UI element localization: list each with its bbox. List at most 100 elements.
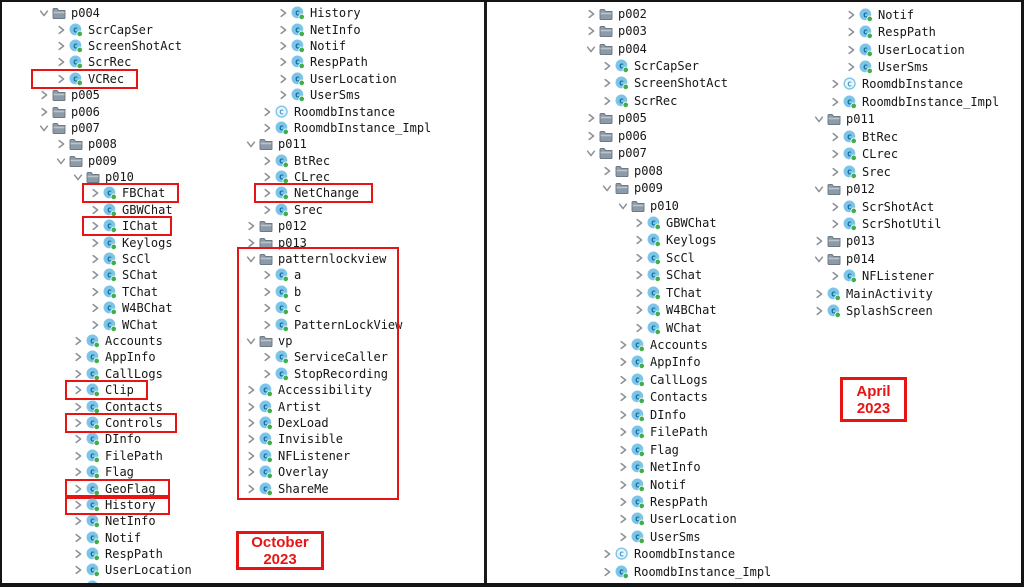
- tree-item-label[interactable]: ScreenShotAct: [634, 76, 728, 91]
- tree-item-label[interactable]: ScrCapSer: [634, 59, 700, 74]
- tree-item-label[interactable]: NetChange: [294, 186, 360, 201]
- tree-item-tchat[interactable]: c TChat: [487, 284, 813, 301]
- tree-item-p006[interactable]: p006: [2, 103, 239, 119]
- chevron-right-icon[interactable]: [601, 566, 613, 578]
- tree-item-p009[interactable]: p009: [487, 179, 813, 196]
- tree-item-label[interactable]: a: [294, 268, 302, 283]
- tree-item-contacts[interactable]: c Contacts: [487, 389, 813, 406]
- tree-item-label[interactable]: ScCl: [122, 252, 151, 267]
- chevron-right-icon[interactable]: [829, 96, 841, 108]
- chevron-right-icon[interactable]: [277, 24, 289, 36]
- chevron-right-icon[interactable]: [617, 461, 629, 473]
- tree-item-p012[interactable]: p012: [813, 180, 1021, 197]
- tree-item-label[interactable]: Flag: [105, 465, 134, 480]
- chevron-down-icon[interactable]: [601, 182, 613, 194]
- tree-item-label[interactable]: ScreenShotAct: [88, 38, 182, 53]
- tree-item-clrec[interactable]: c CLrec: [813, 146, 1021, 163]
- tree-item-p010[interactable]: p010: [2, 169, 239, 185]
- chevron-right-icon[interactable]: [89, 187, 101, 199]
- tree-item-p002[interactable]: p002: [487, 5, 813, 22]
- tree-item-label[interactable]: p011: [846, 112, 875, 127]
- tree-item-label[interactable]: p012: [846, 182, 875, 197]
- chevron-right-icon[interactable]: [585, 25, 597, 37]
- chevron-right-icon[interactable]: [617, 426, 629, 438]
- tree-item-p010[interactable]: p010: [487, 197, 813, 214]
- tree-item-label[interactable]: GeoFlag: [105, 481, 156, 496]
- chevron-right-icon[interactable]: [845, 9, 857, 21]
- tree-item-label[interactable]: p006: [618, 128, 647, 143]
- chevron-right-icon[interactable]: [72, 532, 84, 544]
- chevron-right-icon[interactable]: [617, 479, 629, 491]
- chevron-down-icon[interactable]: [813, 253, 825, 265]
- tree-item-label[interactable]: Contacts: [650, 390, 708, 405]
- tree-item-clrec[interactable]: c CLrec: [239, 169, 484, 185]
- tree-item-label[interactable]: ServiceCaller: [294, 350, 388, 365]
- tree-item-label[interactable]: p012: [278, 219, 307, 234]
- tree-item-p013[interactable]: p013: [813, 233, 1021, 250]
- chevron-right-icon[interactable]: [277, 7, 289, 19]
- tree-item-servicecaller[interactable]: c ServiceCaller: [239, 349, 484, 365]
- chevron-right-icon[interactable]: [261, 122, 273, 134]
- tree-item-accounts[interactable]: c Accounts: [2, 333, 239, 349]
- tree-item-label[interactable]: CLrec: [862, 147, 899, 162]
- tree-item-scrcapser[interactable]: c ScrCapSer: [2, 21, 239, 37]
- tree-item-p007[interactable]: p007: [487, 145, 813, 162]
- chevron-right-icon[interactable]: [72, 417, 84, 429]
- chevron-down-icon[interactable]: [585, 147, 597, 159]
- tree-item-label[interactable]: DInfo: [650, 407, 687, 422]
- chevron-right-icon[interactable]: [829, 148, 841, 160]
- tree-item-label[interactable]: Notif: [650, 477, 687, 492]
- chevron-right-icon[interactable]: [829, 218, 841, 230]
- chevron-right-icon[interactable]: [245, 450, 257, 462]
- tree-item-label[interactable]: Srec: [862, 164, 891, 179]
- tree-item-label[interactable]: UserLocation: [105, 563, 192, 578]
- tree-item-label[interactable]: Artist: [278, 399, 322, 414]
- tree-item-p006[interactable]: p006: [487, 127, 813, 144]
- chevron-right-icon[interactable]: [245, 433, 257, 445]
- chevron-down-icon[interactable]: [72, 171, 84, 183]
- chevron-right-icon[interactable]: [617, 513, 629, 525]
- tree-item-label[interactable]: p002: [618, 6, 647, 21]
- tree-item-label[interactable]: p011: [278, 137, 307, 152]
- tree-item-p011[interactable]: p011: [239, 136, 484, 152]
- tree-item-roomdbinstance_impl[interactable]: c RoomdbInstance_Impl: [487, 563, 813, 580]
- tree-item-label[interactable]: PatternLockView: [294, 317, 403, 332]
- tree-item-splashscreen[interactable]: c SplashScreen: [813, 302, 1021, 319]
- chevron-right-icon[interactable]: [261, 319, 273, 331]
- chevron-right-icon[interactable]: [261, 171, 273, 183]
- tree-item-w4bchat[interactable]: c W4BChat: [2, 300, 239, 316]
- tree-item-label[interactable]: Keylogs: [122, 235, 173, 250]
- tree-item-label[interactable]: WChat: [122, 317, 159, 332]
- chevron-right-icon[interactable]: [277, 56, 289, 68]
- tree-item-stoprecording[interactable]: c StopRecording: [239, 366, 484, 382]
- chevron-down-icon[interactable]: [813, 183, 825, 195]
- tree-item-scrcapser[interactable]: c ScrCapSer: [487, 57, 813, 74]
- chevron-right-icon[interactable]: [617, 409, 629, 421]
- tree-item-p008[interactable]: p008: [487, 162, 813, 179]
- chevron-right-icon[interactable]: [617, 339, 629, 351]
- tree-item-schat[interactable]: c SChat: [487, 267, 813, 284]
- tree-item-keylogs[interactable]: c Keylogs: [2, 234, 239, 250]
- chevron-right-icon[interactable]: [245, 466, 257, 478]
- chevron-right-icon[interactable]: [55, 24, 67, 36]
- tree-item-resppath[interactable]: c RespPath: [813, 23, 1021, 40]
- tree-item-roomdbinstance_impl[interactable]: c RoomdbInstance_Impl: [813, 93, 1021, 110]
- chevron-right-icon[interactable]: [72, 548, 84, 560]
- chevron-right-icon[interactable]: [277, 40, 289, 52]
- tree-item-roomdbinstance[interactable]: c RoomdbInstance: [239, 103, 484, 119]
- chevron-right-icon[interactable]: [72, 335, 84, 347]
- tree-item-label[interactable]: RespPath: [105, 547, 163, 562]
- tree-item-label[interactable]: SChat: [122, 268, 159, 283]
- tree-item-geoflag[interactable]: c GeoFlag: [2, 478, 239, 499]
- tree-item-p003[interactable]: p003: [487, 22, 813, 39]
- tree-item-filepath[interactable]: c FilePath: [2, 448, 239, 464]
- tree-item-flag[interactable]: c Flag: [487, 441, 813, 458]
- tree-item-label[interactable]: DexLoad: [278, 415, 329, 430]
- tree-item-label[interactable]: SChat: [666, 268, 703, 283]
- tree-item-wchat[interactable]: c WChat: [487, 319, 813, 336]
- tree-item-userlocation[interactable]: c UserLocation: [2, 562, 239, 578]
- tree-item-srec[interactable]: c Srec: [239, 202, 484, 218]
- tree-item-label[interactable]: Accounts: [650, 338, 708, 353]
- tree-item-label[interactable]: GBWChat: [122, 202, 173, 217]
- tree-item-clip[interactable]: c Clip: [2, 380, 239, 401]
